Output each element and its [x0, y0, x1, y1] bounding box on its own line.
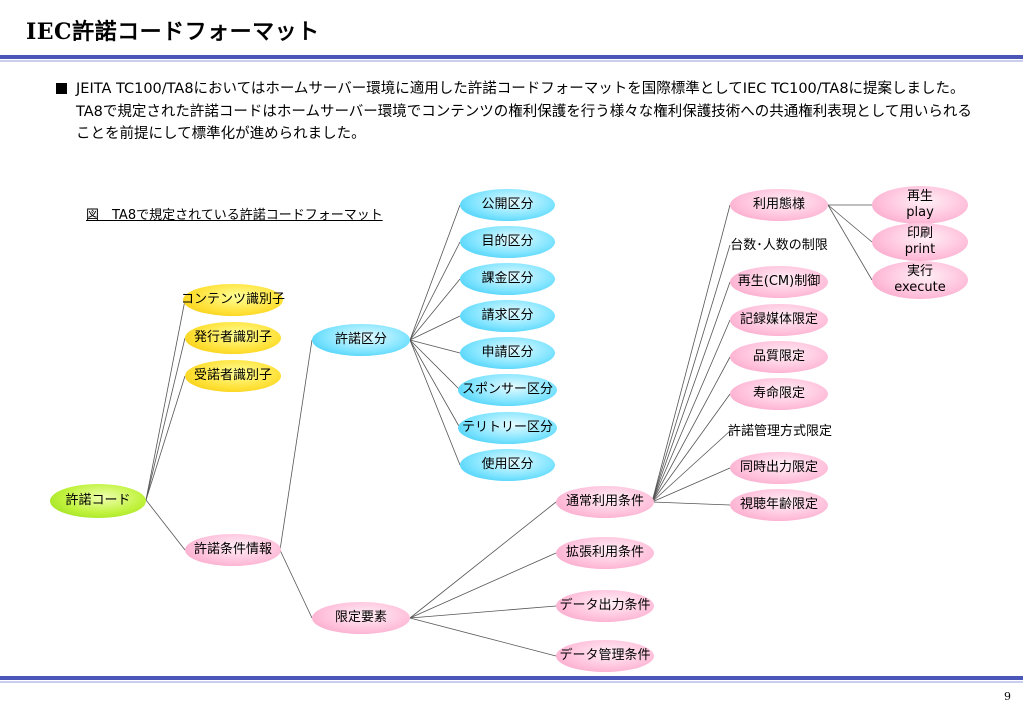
- page-number: 9: [1004, 690, 1011, 703]
- device-limit-node: 台数･人数の制限: [730, 238, 828, 253]
- figure-caption: 図 TA8で規定されている許諾コードフォーマット: [86, 208, 383, 223]
- header-divider: [0, 55, 1023, 59]
- media-limit-node: 記録媒体限定: [730, 304, 828, 336]
- use-class-node: 使用区分: [460, 449, 555, 481]
- header-divider-light: [0, 60, 1023, 62]
- purpose-class-node: 目的区分: [460, 226, 555, 258]
- billing-class-node: 請求区分: [460, 300, 555, 332]
- bullet-text: JEITA TC100/TA8においてはホームサーバー環境に適用した許諾コードフ…: [76, 81, 972, 142]
- age-limit-node: 視聴年齢限定: [730, 489, 828, 521]
- data-output-node: データ出力条件: [556, 590, 654, 622]
- public-class-node: 公開区分: [460, 189, 555, 221]
- license-class-node: 許諾区分: [312, 324, 410, 356]
- normal-use-node: 通常利用条件: [556, 486, 654, 518]
- license-condition-node: 許諾条件情報: [185, 534, 281, 566]
- footer-divider: [0, 676, 1023, 680]
- root-node: 許諾コード: [50, 484, 146, 518]
- content-id-node: コンテンツ識別子: [181, 284, 285, 316]
- bullet-paragraph: JEITA TC100/TA8においてはホームサーバー環境に適用した許諾コードフ…: [56, 78, 976, 146]
- cm-limit-node: 再生(CM)制御: [730, 266, 828, 298]
- charge-class-node: 課金区分: [460, 263, 555, 295]
- sponsor-class-node: スポンサー区分: [458, 374, 557, 406]
- territory-class-node: テリトリー区分: [458, 412, 557, 444]
- receiver-id-node: 受諾者識別子: [185, 360, 281, 392]
- square-bullet-icon: [56, 83, 67, 94]
- page-title: IEC許諾コードフォーマット: [26, 19, 320, 45]
- limit-element-node: 限定要素: [312, 602, 410, 634]
- simultaneous-limit-node: 同時出力限定: [730, 452, 828, 484]
- quality-limit-node: 品質限定: [730, 341, 828, 373]
- issuer-id-node: 発行者識別子: [185, 322, 281, 354]
- management-limit-node: 許諾管理方式限定: [727, 424, 832, 439]
- data-management-node: データ管理条件: [556, 640, 654, 672]
- life-limit-node: 寿命限定: [730, 378, 828, 410]
- extended-use-node: 拡張利用条件: [556, 537, 654, 569]
- footer-divider-light: [0, 681, 1023, 683]
- apply-class-node: 申請区分: [460, 337, 555, 369]
- use-mode-node: 利用態様: [730, 189, 828, 221]
